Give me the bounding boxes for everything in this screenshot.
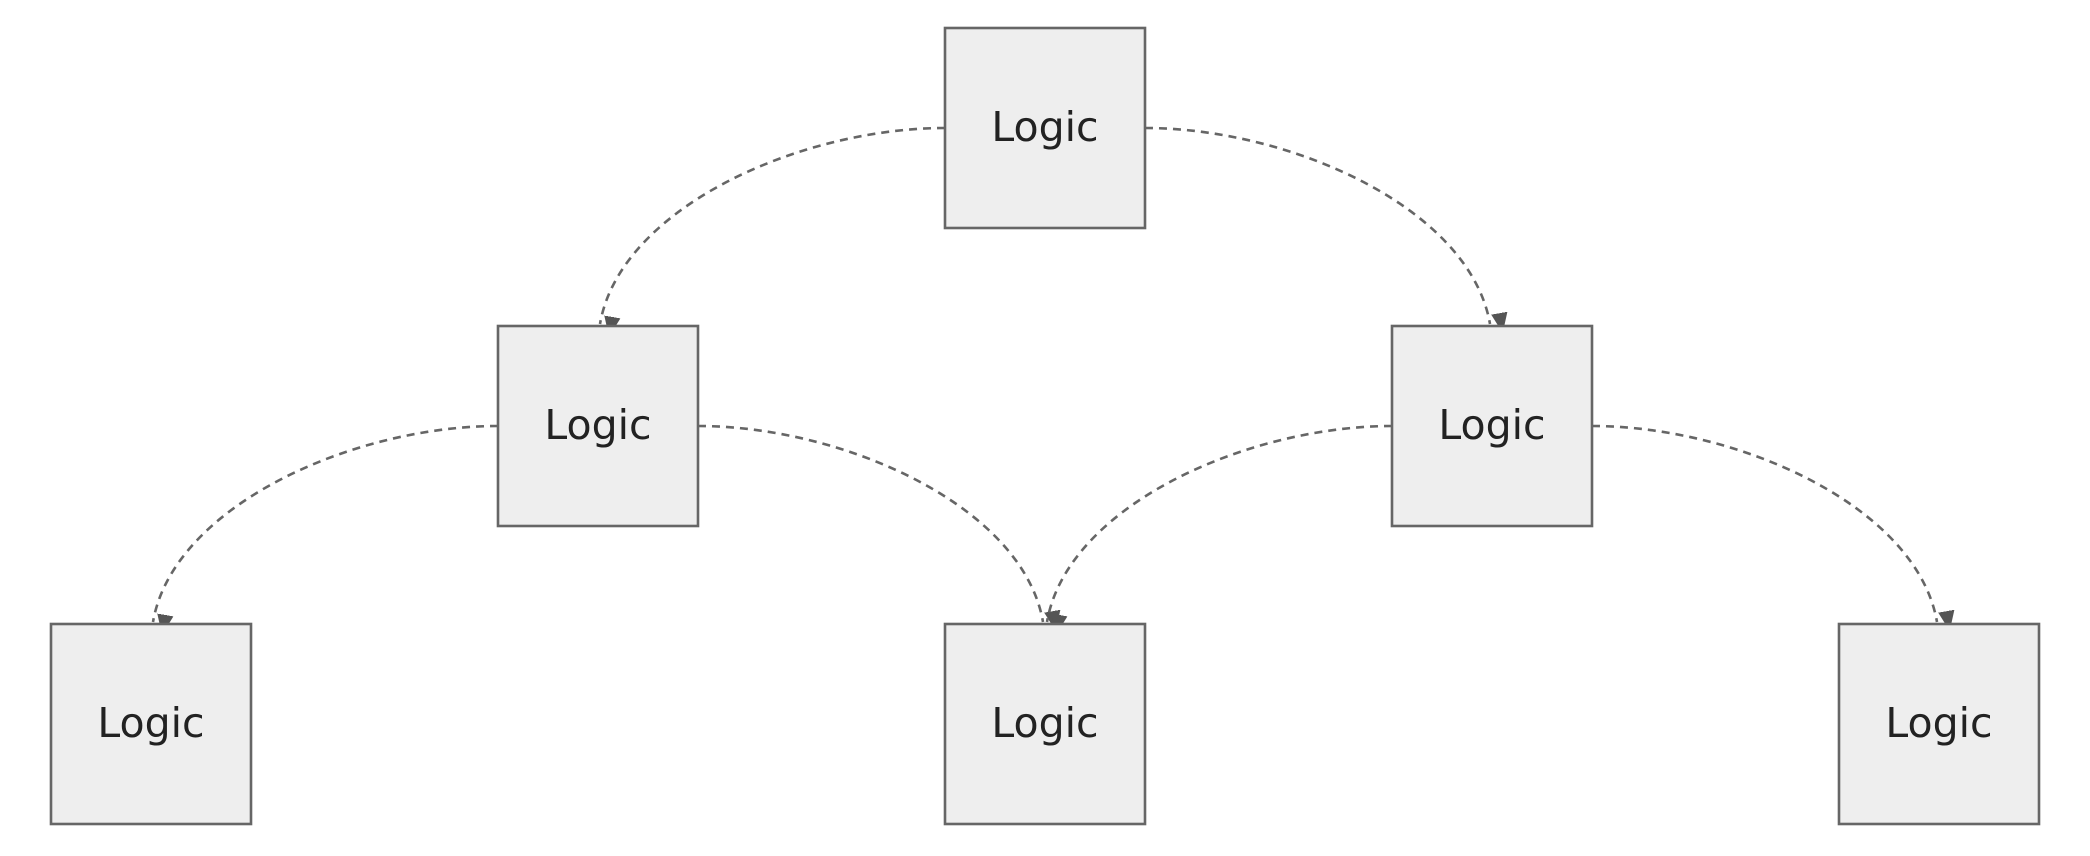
node-mid-right-label: Logic: [1438, 401, 1545, 449]
edge-n3-n5: [1045, 424, 1393, 622]
node-bottom-left-box: [49, 622, 253, 826]
node-mid-right-box: [1390, 324, 1594, 528]
nodes: Logic Logic Logic Logic Logic Logic: [49, 26, 2041, 826]
node-top-label: Logic: [991, 103, 1098, 151]
node-mid-right[interactable]: Logic: [1390, 324, 1594, 528]
node-bottom-right-box: [1837, 622, 2041, 826]
edge-n3-n6: [1591, 424, 1937, 622]
node-bottom-center-box: [943, 622, 1147, 826]
node-bottom-left[interactable]: Logic: [49, 622, 253, 826]
edge-n1-n2: [598, 126, 946, 324]
node-top-box: [943, 26, 1147, 230]
edge-n1-n3: [1144, 126, 1490, 324]
node-top[interactable]: Logic: [943, 26, 1147, 230]
edge-n2-n5: [697, 424, 1043, 622]
node-bottom-right[interactable]: Logic: [1837, 622, 2041, 826]
node-bottom-center[interactable]: Logic: [943, 622, 1147, 826]
node-bottom-right-label: Logic: [1885, 699, 1992, 747]
node-mid-left-box: [496, 324, 700, 528]
edges: [151, 126, 1937, 622]
edge-n2-n4: [151, 424, 499, 622]
node-mid-left-label: Logic: [544, 401, 651, 449]
node-bottom-center-label: Logic: [991, 699, 1098, 747]
node-bottom-left-label: Logic: [97, 699, 204, 747]
node-mid-left[interactable]: Logic: [496, 324, 700, 528]
